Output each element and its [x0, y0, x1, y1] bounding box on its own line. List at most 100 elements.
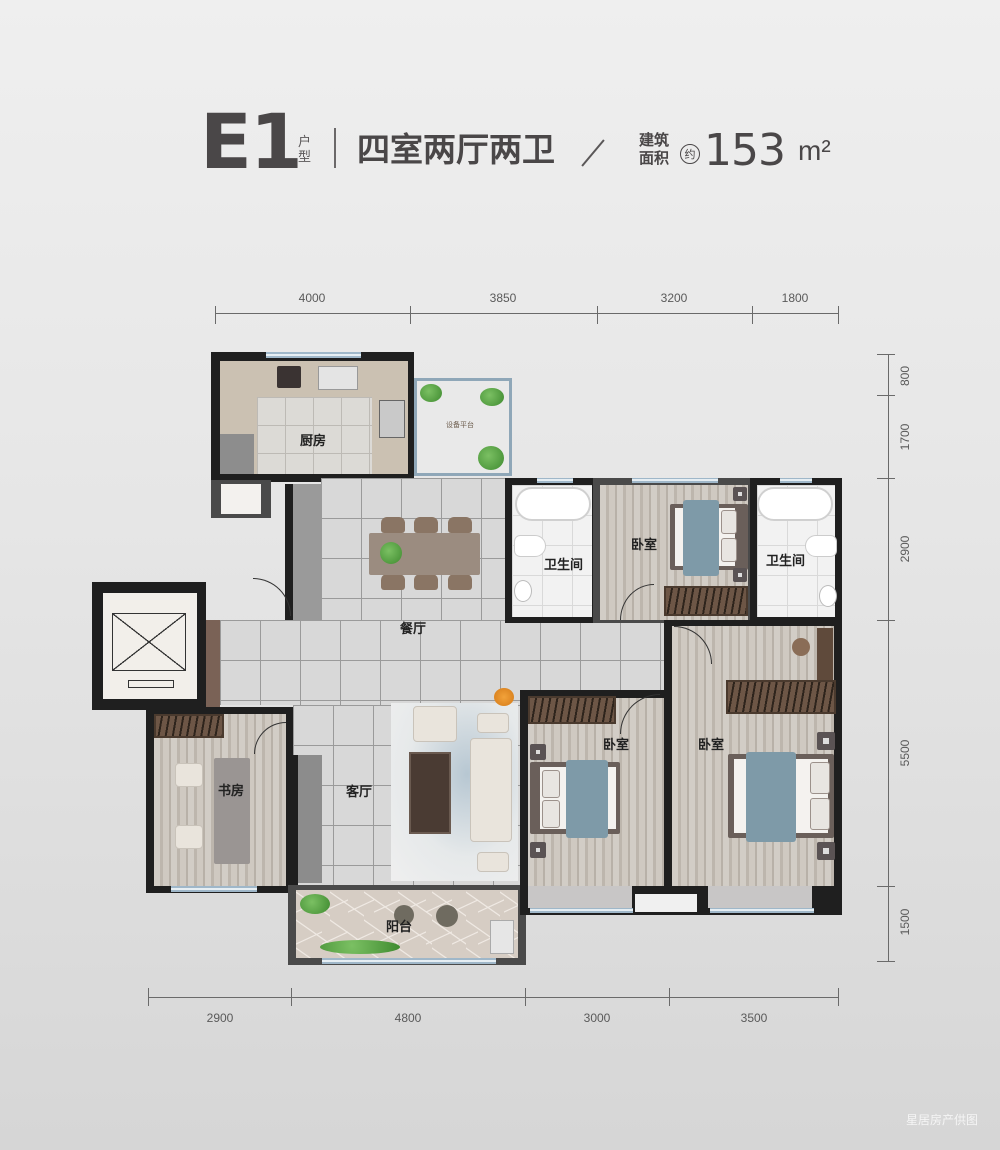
nightstand: [817, 842, 835, 860]
washbasin: [819, 585, 837, 607]
dimension-tick: [148, 988, 149, 1006]
study-window: [171, 886, 257, 892]
entrance-wall: [285, 484, 293, 624]
bedroom-south-1-wardrobe: [528, 696, 616, 724]
unit-model-code: E1: [200, 97, 303, 186]
dimension-label: 800: [898, 365, 912, 387]
nightstand: [530, 744, 546, 760]
study-wardrobe: [154, 714, 224, 738]
dimension-tick: [877, 886, 895, 887]
area-label: 建筑面积: [639, 132, 670, 167]
dining-chair: [414, 574, 438, 590]
washbasin: [514, 580, 532, 602]
pillow: [542, 800, 560, 828]
bed-blanket: [746, 752, 796, 842]
lounge-chair: [394, 905, 414, 925]
dimension-tick: [838, 988, 839, 1006]
toilet: [514, 535, 546, 557]
study-chair: [175, 763, 203, 787]
plant-icon: [320, 940, 400, 954]
bay-window-seat: [708, 886, 812, 908]
dimension-tick: [877, 478, 895, 479]
cooker-hood: [277, 366, 301, 388]
bay-window-seat: [528, 886, 632, 908]
study-chair: [175, 825, 203, 849]
side-table: [477, 852, 509, 872]
dimension-axis: [215, 313, 839, 314]
dimension-tick: [877, 961, 895, 962]
room-label-bedroom-north: 卧室: [631, 537, 658, 552]
bed-blanket: [566, 760, 608, 838]
dimension-label: 5500: [898, 739, 912, 767]
plant-icon: [300, 894, 330, 914]
dimension-tick: [597, 306, 598, 324]
dimension-tick: [838, 306, 839, 324]
sofa: [470, 738, 512, 842]
dimension-tick: [410, 306, 411, 324]
dining-chair: [414, 517, 438, 533]
room-label-living: 客厅: [346, 784, 373, 799]
hall-shoe-cabinet: [206, 620, 220, 708]
area-value: 153: [704, 125, 786, 176]
plant-icon: [480, 388, 504, 406]
header-divider: [334, 128, 336, 168]
tv-cabinet: [298, 755, 322, 883]
kitchen-window: [266, 352, 361, 358]
dimension-tick: [525, 988, 526, 1006]
dining-chair: [381, 574, 405, 590]
dimension-label: 3000: [583, 1011, 611, 1025]
pillow: [542, 770, 560, 798]
room-label-dining: 餐厅: [400, 621, 427, 636]
nightstand: [733, 487, 747, 501]
bathtub: [515, 487, 591, 521]
washing-machine: [490, 920, 514, 954]
dimension-label: 3500: [740, 1011, 768, 1025]
kitchen-floor: [257, 397, 372, 474]
armchair: [413, 706, 457, 742]
dressing-table: [817, 628, 833, 680]
bathtub: [757, 487, 833, 521]
dimension-label: 2900: [206, 1011, 234, 1025]
header-slash: [581, 139, 605, 167]
dimension-label: 4000: [298, 291, 326, 305]
pillow: [721, 538, 737, 562]
pillow: [721, 510, 737, 534]
dimension-tick: [877, 620, 895, 621]
room-label-equipment-platform: 设备平台: [446, 422, 474, 429]
dimension-tick: [215, 306, 216, 324]
room-label-bathroom-2: 卫生间: [766, 553, 806, 568]
nightstand: [817, 732, 835, 750]
dimension-tick: [291, 988, 292, 1006]
area-unit: m²: [798, 135, 831, 166]
bed-blanket: [683, 500, 719, 576]
gas-stove: [379, 400, 405, 438]
bathroom-2-window: [780, 478, 812, 483]
elevator-icon: [112, 613, 186, 671]
dimension-tick: [877, 395, 895, 396]
fridge: [220, 434, 254, 474]
bedroom-south-2-window: [710, 908, 814, 913]
room-label-bedroom-south-1: 卧室: [603, 737, 630, 752]
dining-chair: [381, 517, 405, 533]
living-west-wall: [291, 755, 298, 885]
flower-icon: [380, 542, 402, 564]
bedroom-south-1-window: [530, 908, 634, 913]
pillow: [810, 762, 830, 794]
room-label-balcony: 阳台: [386, 919, 413, 934]
study-desk: [214, 758, 250, 864]
dimension-label: 3200: [660, 291, 688, 305]
dimension-label: 1700: [898, 423, 912, 451]
bedroom-south-2-wardrobe: [726, 680, 836, 714]
dimension-tick: [877, 354, 895, 355]
unit-layout-title: 四室两厅两卫: [357, 130, 555, 169]
dining-chair: [448, 574, 472, 590]
dining-chair: [448, 517, 472, 533]
dimension-axis: [148, 997, 838, 998]
toilet: [805, 535, 837, 557]
unit-model-suffix: 户型: [298, 134, 312, 164]
watermark: 星居房产供图: [905, 1113, 978, 1127]
bedroom-north-window: [632, 478, 718, 483]
coffee-table: [409, 752, 451, 834]
ac-unit-platform: [633, 892, 699, 914]
room-label-kitchen: 厨房: [300, 433, 327, 448]
